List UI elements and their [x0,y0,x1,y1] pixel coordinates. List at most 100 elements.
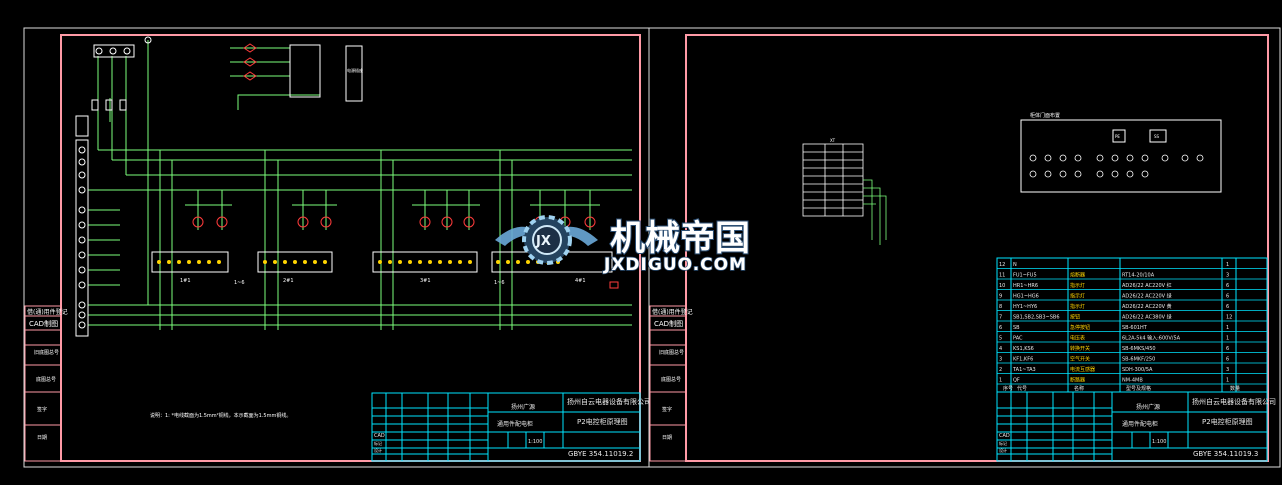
watermark-title: 机械帝国 [610,219,750,259]
bom-cell: 电压表 [1070,335,1085,342]
terminal-table [802,143,864,217]
front-panel-title: 柜体门面布置 [1030,112,1060,119]
bom-cell: 2 [999,367,1002,373]
sheet2-left-strip [649,305,687,462]
sheet1-drawing-name: P2电控柜原理图 [577,417,628,426]
sheet1-titleblock [371,392,641,462]
sheet1-left-label-0: 借(通)用件登记 [27,308,68,316]
bom-cell: 1 [1226,262,1229,268]
bom-cell: 12 [999,262,1005,268]
terminal-wires [863,179,887,245]
bom-cell: 4 [999,346,1002,352]
bom-cell: NM-4MB [1122,378,1143,384]
bom-cell: 3 [1226,273,1229,279]
bom-cell: 断路器 [1070,377,1085,384]
bom-cell: QF [1013,378,1020,384]
sheet1-left-label-2: 旧底图总号 [34,349,59,356]
bom-cell: 6 [1226,357,1229,363]
sheet2-left-label-0: 借(通)用件登记 [652,308,693,316]
load-label-3: 3#1 [420,278,431,284]
bom-cell: 1 [1226,336,1229,342]
bom-cell: 指示灯 [1070,293,1085,300]
sheet2-tb-mark: 标记 [999,440,1007,446]
bom-cell: SB-6MKS/450 [1122,346,1156,352]
watermark-logo: JX 机械帝国 JXDIGUO.COM [495,215,751,276]
bom-cell: 空气开关 [1070,356,1090,363]
bom-cell: KS1,KS6 [1013,346,1034,352]
bom-cell: SB-6MKF/250 [1122,357,1155,363]
bom-cell: 6 [1226,283,1229,289]
bom-cell: 1 [999,378,1002,384]
load-label-2: 2#1 [283,278,294,284]
bom-cell: 3 [999,357,1002,363]
bom-cell: 指示灯 [1070,303,1085,310]
bom-cell: 1 [1226,325,1229,331]
sheet1-code: GBYE 354.11019.2 [568,450,633,458]
bom-cell: HY1~HY6 [1013,304,1037,310]
bom-cell: 11 [999,273,1005,279]
sheet1-tb-mark: 标记 [374,440,382,446]
bom-cell: 按钮 [1070,314,1080,321]
bom-cell: 6 [999,325,1002,331]
terminal-table-header: XT [830,138,836,143]
sheet2-drawing-name: P2电控柜原理图 [1202,417,1253,426]
sheet1-company: 扬州自云电器设备有限公司 [567,397,651,406]
load-label-1: 1#1 [180,278,191,284]
bom-cell: SB-601HT [1122,325,1148,331]
bom-cell: N [1013,262,1017,268]
bom-cell: 6L2A-5k4 输入:600V/5A [1122,335,1181,342]
bom-cell: 7 [999,315,1002,321]
sheet1-schematic [88,40,632,330]
bom-cell: 急停按钮 [1070,324,1090,331]
load-label-4: 4#1 [575,278,586,284]
load-caption-3: 1~6 [234,280,245,286]
sheet1-left-label-4: 签字 [37,406,47,413]
sheet1-note: 说明：1: *电线截面为1.5mm²铜线，本示截面为1.5mm铜线。 [150,412,291,419]
bom-cell: AD26/22 AC220V 绿 [1122,293,1172,300]
sheet1-project: 扬州广源 [511,403,535,411]
sheet1-lamps [192,43,619,289]
bom-header-cell: 型号及规格 [1126,385,1151,392]
sheet1-subtitle: 通用件配电柜 [497,420,533,428]
sheet1-tb-design: 设计 [374,447,382,453]
sheet2-subtitle: 通用件配电柜 [1122,420,1158,428]
sheet1-components [75,36,613,337]
bom-cell: KF1,KF6 [1013,357,1033,363]
front-panel [1020,119,1222,193]
sheet2-code: GBYE 354.11019.3 [1193,450,1258,458]
sheet2-project: 扬州广源 [1136,403,1160,411]
outer-border [23,27,1281,468]
sheet1-scale: 1:100 [528,439,542,445]
bom-cell: PAC [1013,336,1023,342]
bom-cell: 9 [999,294,1002,300]
bom-header-cell: 数量 [1230,385,1240,392]
sheet2-left-label-3: 底图总号 [661,376,681,383]
bom-header-cell: 名称 [1074,385,1084,392]
bom-cell: AD26/22 AC380V 绿 [1122,314,1172,321]
bom-header-cell: 代号 [1017,385,1027,392]
bom-cell: FU1~FU5 [1013,273,1037,279]
sheet2-tb-design: 设计 [999,447,1007,453]
bom-cell: 1 [1226,378,1229,384]
bom-cell: 8 [999,304,1002,310]
sheet2-tb-cad: CAD [999,433,1010,439]
sheet2-scale: 1:100 [1152,439,1166,445]
sheet2-left-label-1: CAD制图 [654,319,683,328]
sheet2-left-label-4: 签字 [662,406,672,413]
panel-button-ss [1149,129,1167,143]
load-caption-4: 1~6 [494,280,505,286]
bom-cell: 3 [1226,367,1229,373]
right-socket-label: 电源插座 [347,67,363,73]
bom-cell: 5 [999,336,1002,342]
panel-button-pe [1112,129,1126,143]
bom-cell: 12 [1226,315,1232,321]
sheet1-frame [60,34,641,462]
bom-cell: 转换开关 [1070,345,1090,352]
sheet1-left-strip [24,305,62,462]
bom-cell: RT14-20/10A [1122,273,1155,279]
sheet2-frame [685,34,1269,462]
sheet2-left-label-2: 旧底图总号 [659,349,684,356]
panel-indicators [1029,154,1204,178]
